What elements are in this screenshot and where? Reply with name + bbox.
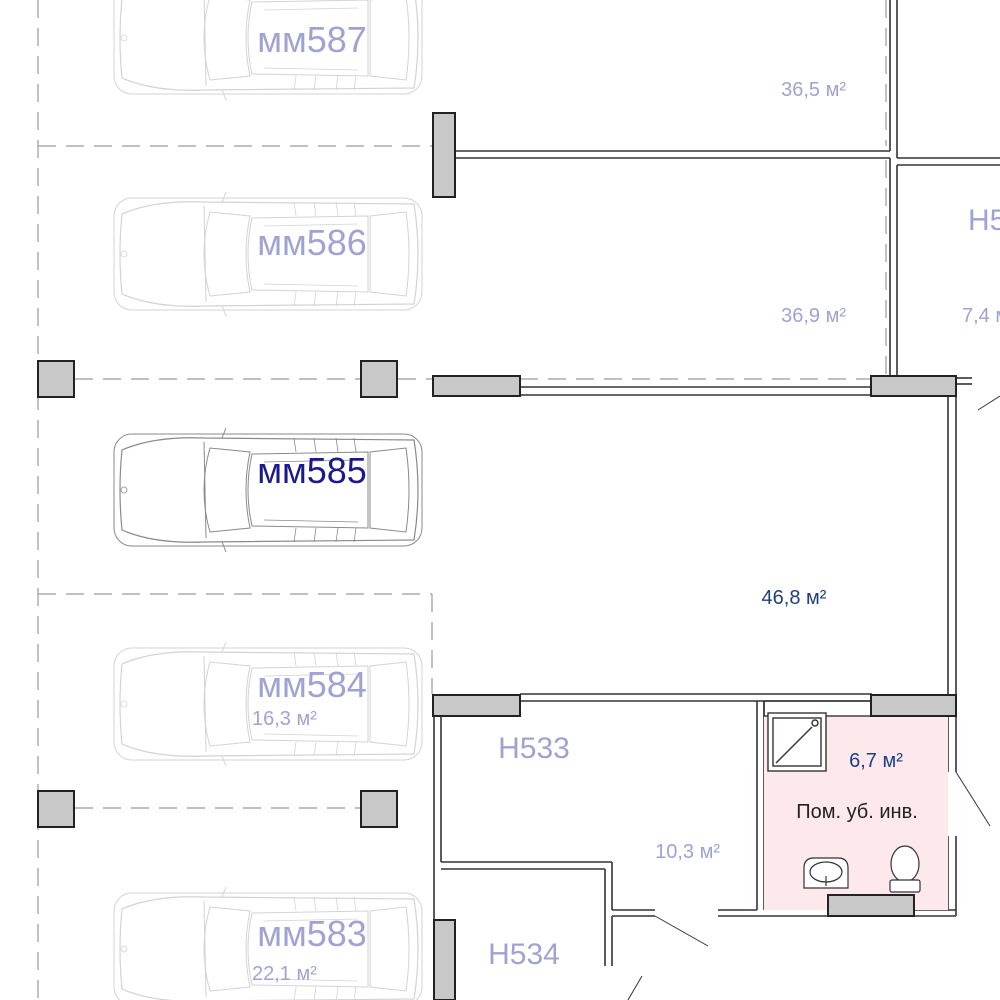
column [37, 360, 75, 398]
toilet-area: 6,7 м² [849, 750, 903, 772]
room-label[interactable]: Н5 [968, 204, 1000, 237]
room-area: 7,4 м [962, 305, 1000, 327]
room-area: 10,3 м² [655, 841, 720, 863]
selected-room-area: 46,8 м² [762, 587, 827, 609]
parking-area: 16,3 м² [252, 708, 317, 730]
room-label[interactable]: Н534 [488, 938, 560, 971]
column [37, 790, 75, 828]
column [432, 694, 521, 717]
parking-label[interactable]: мм586 [257, 222, 367, 263]
sink-icon [803, 857, 849, 889]
door-swings [627, 395, 1000, 1000]
room-area: 36,9 м² [781, 305, 846, 327]
parking-label[interactable]: мм583 [257, 913, 367, 954]
column [827, 894, 915, 917]
walls [433, 0, 1000, 966]
column [360, 360, 398, 398]
parking-label[interactable]: мм584 [257, 664, 367, 705]
parking-label-selected[interactable]: мм585 [257, 450, 367, 491]
column [432, 375, 521, 397]
shower-icon [767, 712, 827, 772]
toilet-icon [889, 845, 921, 893]
room-area: 36,5 м² [781, 79, 846, 101]
column [433, 919, 456, 1000]
columns [37, 112, 957, 1000]
toilet-name[interactable]: Пом. уб. инв. [796, 801, 918, 823]
parking-area: 22,1 м² [252, 963, 317, 985]
room-label[interactable]: Н533 [498, 732, 570, 765]
column [360, 790, 398, 828]
column [432, 112, 456, 198]
parking-boundaries [37, 0, 887, 1000]
column [870, 375, 957, 397]
parking-label[interactable]: мм587 [257, 19, 367, 60]
column [870, 694, 957, 717]
